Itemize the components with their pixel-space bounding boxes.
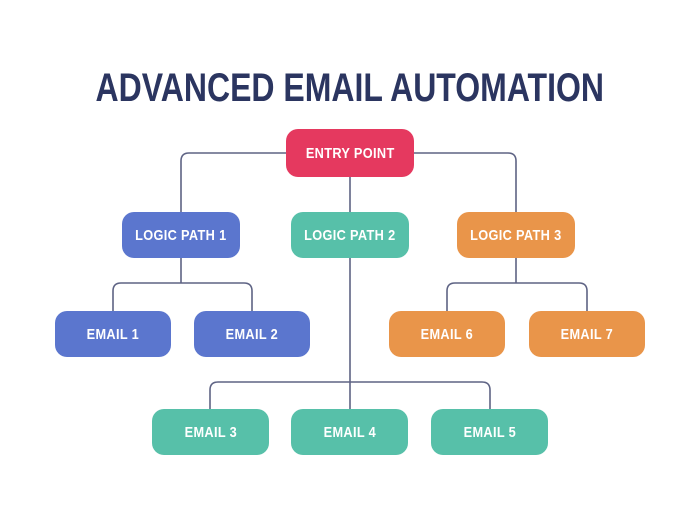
- node-logic-path-3: LOGIC PATH 3: [457, 212, 575, 258]
- page-title: ADVANCED EMAIL AUTOMATION: [0, 66, 700, 111]
- node-email-1: EMAIL 1: [55, 311, 171, 357]
- node-logic-path-3-label: LOGIC PATH 3: [470, 226, 562, 244]
- edge-logic-path-1-to-email-1-2: [112, 282, 253, 311]
- node-email-7: EMAIL 7: [529, 311, 645, 357]
- edge-logic-path-2-to-email-3-5: [209, 381, 491, 409]
- node-email-1-label: EMAIL 1: [86, 325, 140, 343]
- node-email-6-label: EMAIL 6: [420, 325, 474, 343]
- node-email-5-label: EMAIL 5: [463, 423, 516, 441]
- node-email-4-label: EMAIL 4: [323, 423, 376, 441]
- node-logic-path-1-label: LOGIC PATH 1: [135, 226, 227, 244]
- node-email-4: EMAIL 4: [291, 409, 408, 455]
- node-email-3: EMAIL 3: [152, 409, 269, 455]
- node-email-3-label: EMAIL 3: [184, 423, 237, 441]
- node-email-7-label: EMAIL 7: [560, 325, 614, 343]
- node-entry-point-label: ENTRY POINT: [305, 144, 395, 162]
- node-entry-point: ENTRY POINT: [286, 129, 414, 177]
- node-email-6: EMAIL 6: [389, 311, 505, 357]
- edge-entry-to-logic-path-3: [414, 152, 517, 212]
- edge-logic-path-3-to-email-6-7: [446, 282, 588, 311]
- page-title-text: ADVANCED EMAIL AUTOMATION: [95, 66, 605, 110]
- node-email-2-label: EMAIL 2: [225, 325, 279, 343]
- node-logic-path-1: LOGIC PATH 1: [122, 212, 240, 258]
- node-email-2: EMAIL 2: [194, 311, 310, 357]
- node-logic-path-2-label: LOGIC PATH 2: [304, 226, 396, 244]
- node-logic-path-2: LOGIC PATH 2: [291, 212, 409, 258]
- edge-entry-to-logic-path-1: [180, 152, 286, 212]
- node-email-5: EMAIL 5: [431, 409, 548, 455]
